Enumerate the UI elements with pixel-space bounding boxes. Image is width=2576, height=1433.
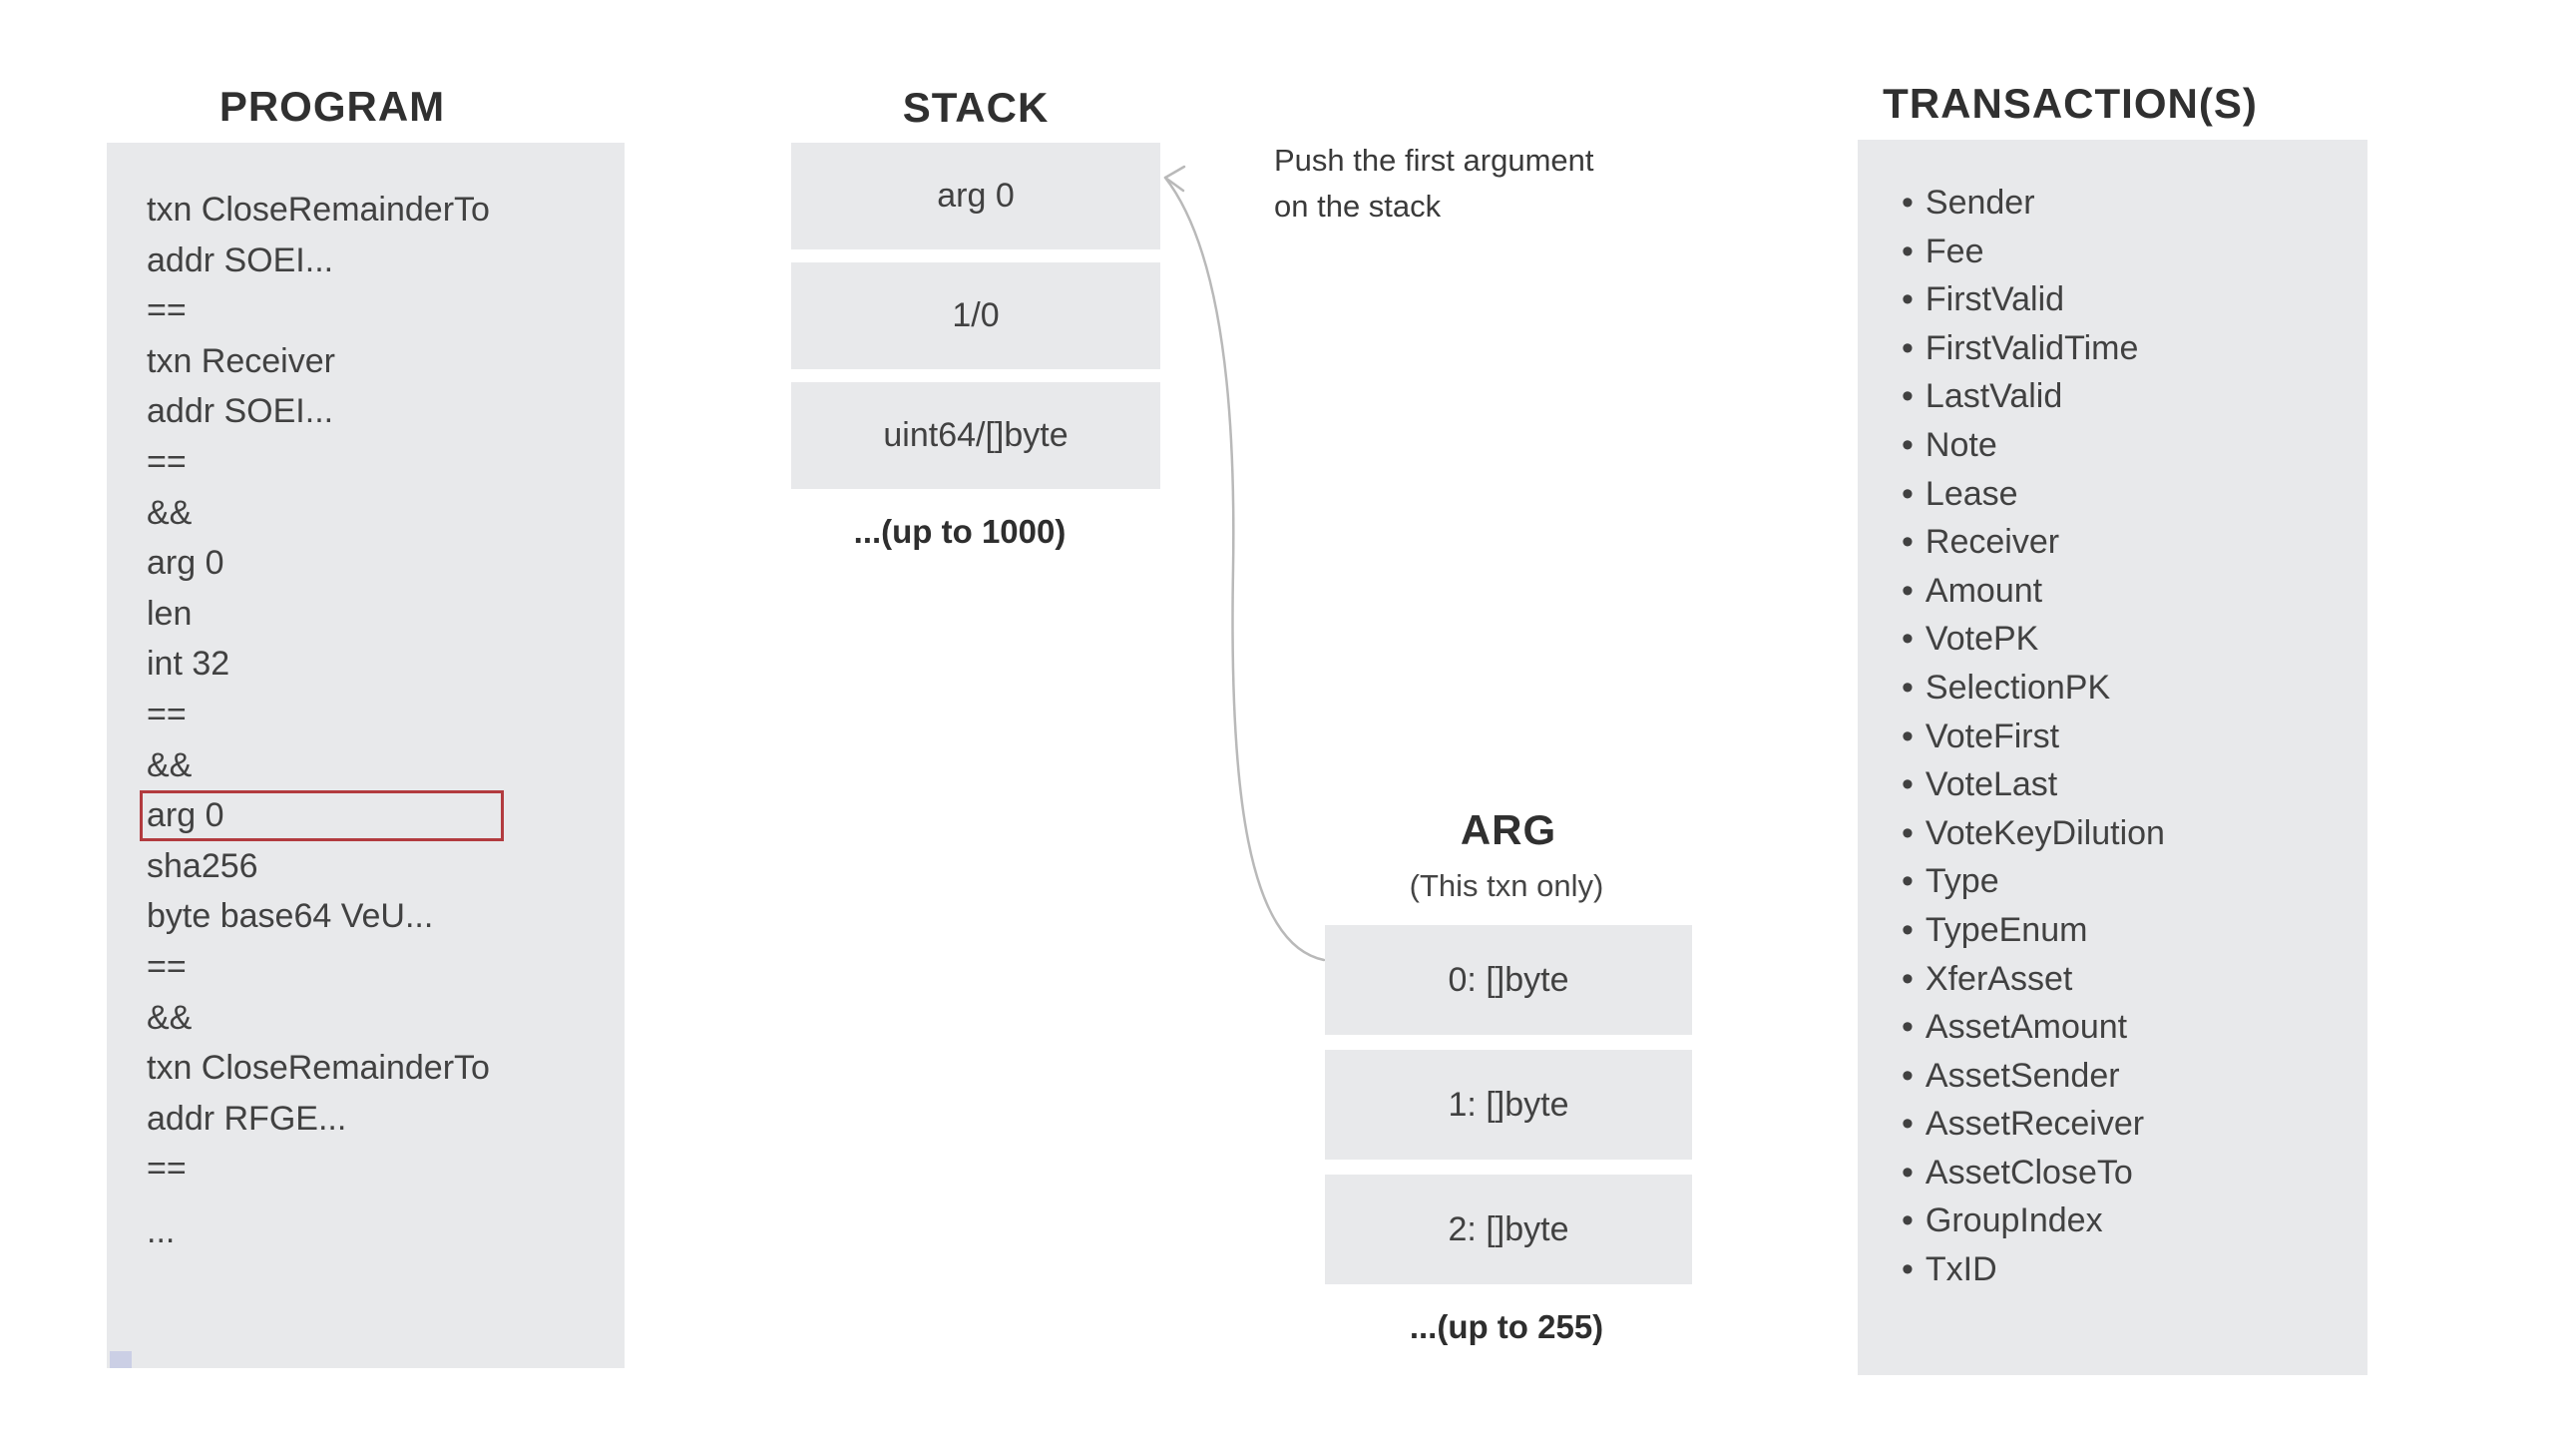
transaction-item: Receiver bbox=[1902, 518, 2367, 567]
stack-note: ...(up to 1000) bbox=[853, 513, 1067, 550]
program-line: txn Receiver bbox=[147, 341, 335, 380]
transaction-item: LastValid bbox=[1902, 372, 2367, 421]
transaction-item: AssetSender bbox=[1902, 1052, 2367, 1101]
arg-note: ...(up to 255) bbox=[1409, 1308, 1604, 1345]
program-line: len bbox=[147, 594, 193, 633]
transaction-item: FirstValid bbox=[1902, 275, 2367, 324]
arg-subtitle: (This txn only) bbox=[1409, 868, 1604, 903]
program-line: == bbox=[147, 947, 187, 986]
transaction-item: VoteLast bbox=[1902, 760, 2367, 809]
transaction-item: Fee bbox=[1902, 228, 2367, 276]
panel-corner-artifact bbox=[110, 1351, 132, 1368]
stack-box: uint64/[]byte bbox=[791, 382, 1160, 489]
program-line: int 32 bbox=[147, 645, 230, 684]
program-line: byte base64 VeU... bbox=[147, 897, 434, 936]
program-line: == bbox=[147, 1150, 187, 1189]
transaction-item: XferAsset bbox=[1902, 955, 2367, 1004]
arg-boxes: 0: []byte 1: []byte 2: []byte bbox=[1325, 925, 1692, 1284]
arg-box: 1: []byte bbox=[1325, 1050, 1692, 1160]
transaction-item: FirstValidTime bbox=[1902, 324, 2367, 373]
transaction-item: Sender bbox=[1902, 179, 2367, 228]
push-annotation: Push the first argument on the stack bbox=[1274, 138, 1594, 230]
program-line: addr RFGE... bbox=[147, 1099, 347, 1138]
transaction-item: TypeEnum bbox=[1902, 906, 2367, 955]
push-arrow bbox=[1163, 165, 1326, 962]
program-line: arg 0 bbox=[147, 544, 224, 583]
program-line: == bbox=[147, 291, 187, 330]
program-line: == bbox=[147, 695, 187, 733]
program-line: ... bbox=[147, 1211, 176, 1250]
program-title: PROGRAM bbox=[218, 83, 446, 130]
program-line: && bbox=[147, 493, 193, 532]
transactions-panel: Sender Fee FirstValid FirstValidTime Las… bbox=[1858, 140, 2367, 1375]
transaction-item: Lease bbox=[1902, 470, 2367, 519]
push-annotation-line2: on the stack bbox=[1274, 189, 1442, 224]
program-line: addr SOEI... bbox=[147, 240, 334, 279]
arg-box: 0: []byte bbox=[1325, 925, 1692, 1035]
program-highlight-box bbox=[140, 790, 504, 841]
transaction-item: Type bbox=[1902, 857, 2367, 906]
transactions-list: Sender Fee FirstValid FirstValidTime Las… bbox=[1858, 140, 2367, 1294]
transaction-item: SelectionPK bbox=[1902, 664, 2367, 713]
program-list: txn CloseRemainderTo addr SOEI... == txn… bbox=[107, 143, 625, 1256]
arg-box: 2: []byte bbox=[1325, 1175, 1692, 1284]
program-line: && bbox=[147, 745, 193, 784]
transaction-item: TxID bbox=[1902, 1245, 2367, 1294]
transaction-item: Amount bbox=[1902, 567, 2367, 616]
stack-box: 1/0 bbox=[791, 262, 1160, 369]
program-line: txn CloseRemainderTo bbox=[147, 1049, 490, 1088]
transaction-item: AssetCloseTo bbox=[1902, 1149, 2367, 1197]
transactions-title: TRANSACTION(S) bbox=[1883, 80, 2258, 127]
program-line: sha256 bbox=[147, 846, 258, 885]
program-panel: txn CloseRemainderTo addr SOEI... == txn… bbox=[107, 143, 625, 1368]
transaction-item: GroupIndex bbox=[1902, 1196, 2367, 1245]
arg-title: ARG bbox=[1460, 806, 1557, 853]
stack-boxes: arg 0 1/0 uint64/[]byte bbox=[791, 143, 1160, 489]
program-line: txn CloseRemainderTo bbox=[147, 191, 490, 229]
transaction-item: AssetReceiver bbox=[1902, 1100, 2367, 1149]
transaction-item: VoteFirst bbox=[1902, 713, 2367, 761]
transaction-item: AssetAmount bbox=[1902, 1003, 2367, 1052]
stack-title: STACK bbox=[902, 84, 1050, 131]
transaction-item: Note bbox=[1902, 421, 2367, 470]
push-annotation-line1: Push the first argument bbox=[1274, 143, 1594, 178]
program-line: && bbox=[147, 998, 193, 1037]
program-line: addr SOEI... bbox=[147, 392, 334, 431]
push-arrowhead-icon bbox=[1163, 165, 1186, 193]
program-line: arg 0 bbox=[147, 796, 224, 835]
transaction-item: VotePK bbox=[1902, 615, 2367, 664]
transaction-item: VoteKeyDilution bbox=[1902, 809, 2367, 858]
push-arrow-curve bbox=[1163, 176, 1326, 962]
program-line: == bbox=[147, 442, 187, 481]
stack-box: arg 0 bbox=[791, 143, 1160, 249]
